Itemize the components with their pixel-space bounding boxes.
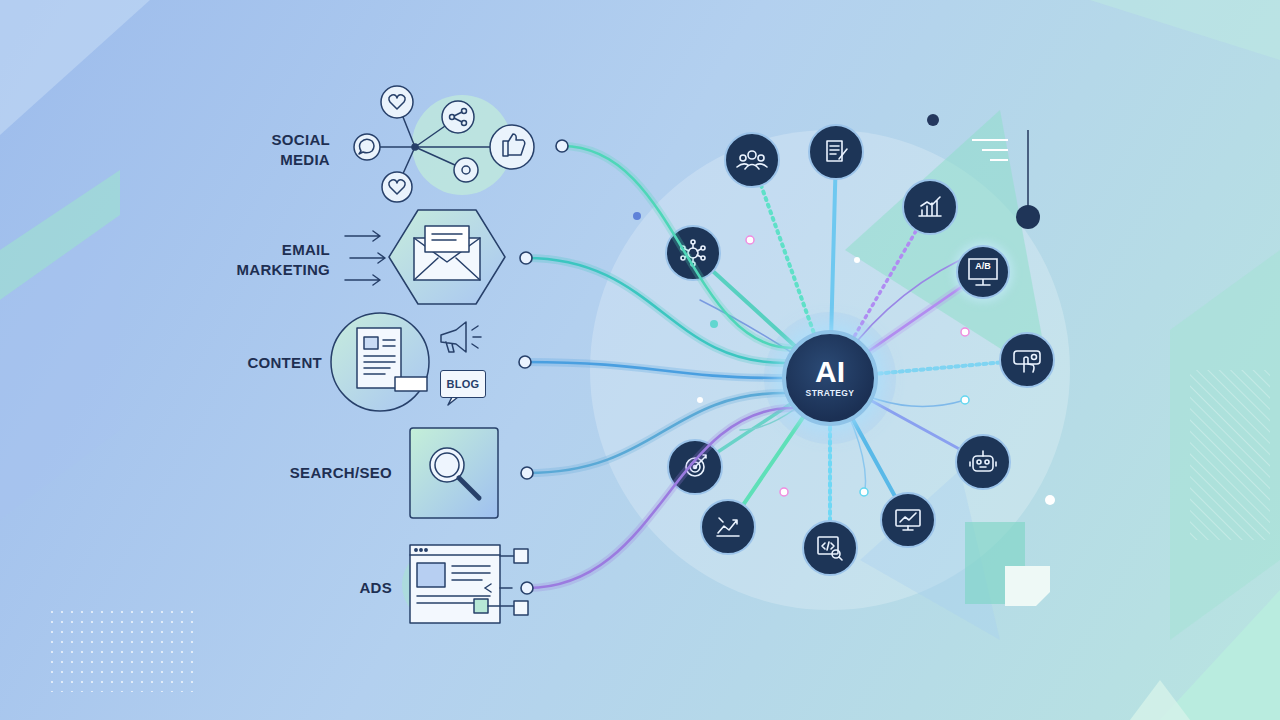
- connector-glow: [527, 393, 784, 473]
- hub-circle: AISTRATEGY: [782, 330, 878, 426]
- connector-glow: [525, 362, 782, 378]
- connector-glow: [527, 408, 793, 588]
- channel-node: SEARCH/SEO: [282, 426, 527, 520]
- monitor-icon: [958, 247, 1008, 297]
- node-text: STRATEGY: [806, 387, 855, 399]
- channel-node: EMAIL MARKETING: [226, 210, 526, 306]
- ab-test-circle: A/B: [956, 245, 1010, 299]
- connector-dot: [521, 467, 533, 479]
- connector-line: [527, 408, 793, 588]
- connector-line: [527, 393, 784, 473]
- connector-dot: [519, 356, 531, 368]
- channel-node: SOCIAL MEDIA: [258, 85, 562, 207]
- blog-bubble: BLOG: [440, 370, 486, 398]
- node-text: SOCIAL MEDIA: [258, 130, 330, 170]
- channel-node: CONTENT BLOG: [238, 312, 525, 412]
- node-text: CONTENT: [238, 353, 322, 373]
- node-text: BLOG: [447, 378, 480, 390]
- connector-glow: [562, 146, 793, 348]
- connector: [520, 252, 784, 363]
- connector-line: [525, 362, 782, 378]
- node-text: A/B: [958, 261, 1008, 272]
- connector-glow: [869, 287, 960, 350]
- connector: [521, 393, 784, 479]
- connector-line: [526, 258, 784, 363]
- connector-dot: [520, 252, 532, 264]
- connector: [869, 287, 960, 350]
- node-text: AI: [815, 357, 845, 387]
- connector-line: [562, 146, 793, 348]
- node-text: SEARCH/SEO: [282, 463, 392, 483]
- node-text: EMAIL MARKETING: [226, 240, 330, 280]
- connector: [521, 408, 793, 594]
- connector-dot: [556, 140, 568, 152]
- connector: [519, 356, 782, 378]
- node-text: ADS: [352, 578, 392, 598]
- connector-glow: [526, 258, 784, 363]
- channel-node: ADS: [352, 543, 527, 633]
- connector-line: [869, 287, 960, 350]
- connector-dot: [521, 582, 533, 594]
